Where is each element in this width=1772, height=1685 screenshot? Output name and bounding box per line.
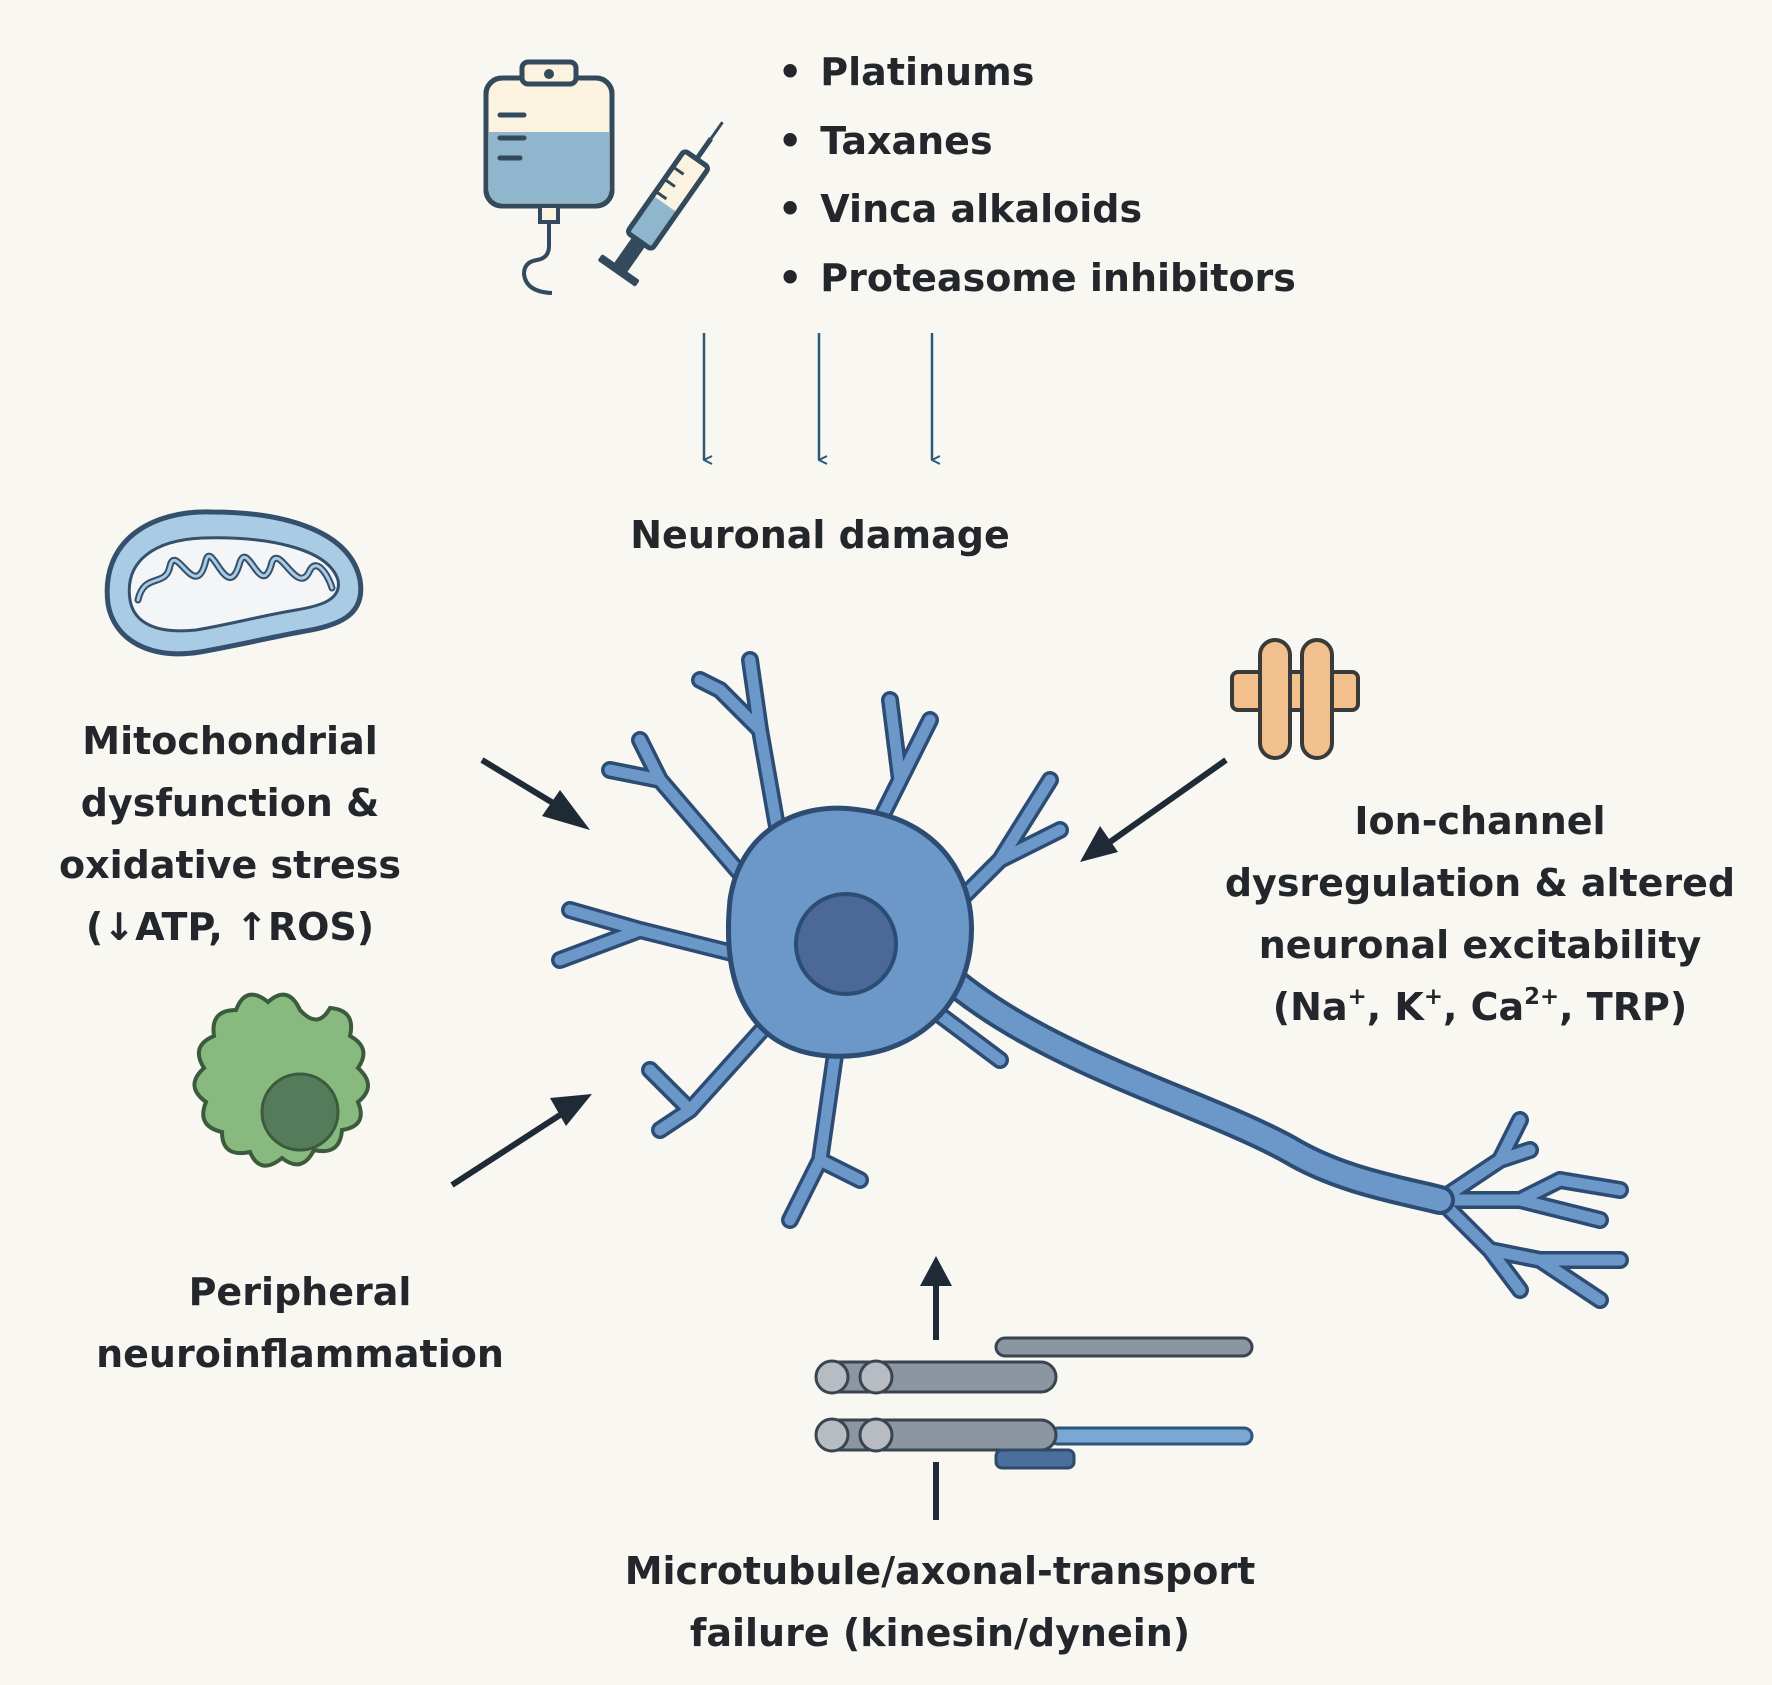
drug-list: Platinums Taxanes Vinca alkaloids Protea…: [778, 38, 1296, 312]
inflammation-line: Peripheral: [188, 1270, 412, 1314]
ion-channel-line: dysregulation & altered: [1224, 861, 1736, 905]
microtubule-label: Microtubule/axonal-transport failure (ki…: [560, 1540, 1320, 1664]
ion-list: (Na+, K+, Ca2+, TRP): [1200, 976, 1760, 1038]
ion-k: , K: [1366, 985, 1424, 1029]
ion-channel-icon: [1230, 638, 1360, 760]
microtubule-line: Microtubule/axonal-transport: [624, 1549, 1256, 1593]
ion-channel-line: Ion-channel: [1354, 799, 1606, 843]
ion-channel-label: Ion-channel dysregulation & altered neur…: [1200, 790, 1760, 1038]
neuronal-damage-text: Neuronal damage: [630, 513, 1010, 557]
mitochondrion-icon: [104, 509, 364, 657]
drug-to-damage-arrows: [702, 333, 932, 460]
ion-close: , TRP): [1559, 985, 1688, 1029]
iv-bag-icon: [483, 59, 615, 295]
syringe-icon: [598, 121, 724, 287]
drug-item: Platinums: [778, 38, 1296, 107]
neuron-icon: [551, 651, 1629, 1309]
drug-item: Proteasome inhibitors: [778, 244, 1296, 313]
microtubule-line: failure (kinesin/dynein): [689, 1611, 1191, 1655]
microtubule-icon: [814, 1336, 1254, 1470]
mitochondrial-line: dysfunction &: [80, 781, 380, 825]
immune-cell-icon: [192, 992, 370, 1168]
mitochondrial-line: Mitochondrial: [82, 719, 378, 763]
neuronal-damage-label: Neuronal damage: [560, 504, 1080, 566]
k-charge: +: [1423, 984, 1443, 1011]
mitochondrial-line: oxidative stress: [59, 843, 401, 887]
mechanism-arrows: [450, 757, 1228, 1520]
na-charge: +: [1347, 984, 1367, 1011]
drug-item: Taxanes: [778, 107, 1296, 176]
ca-charge: 2+: [1524, 984, 1560, 1011]
ion-ca: , Ca: [1442, 985, 1525, 1029]
inflammation-line: neuroinflammation: [96, 1332, 504, 1376]
mitochondrial-label: Mitochondrial dysfunction & oxidative st…: [20, 710, 440, 958]
ion-channel-line: neuronal excitability: [1258, 923, 1702, 967]
drug-item: Vinca alkaloids: [778, 175, 1296, 244]
inflammation-label: Peripheral neuroinflammation: [60, 1261, 540, 1385]
ion-open: (Na: [1272, 985, 1348, 1029]
mitochondrial-line: (↓ATP, ↑ROS): [85, 905, 375, 949]
